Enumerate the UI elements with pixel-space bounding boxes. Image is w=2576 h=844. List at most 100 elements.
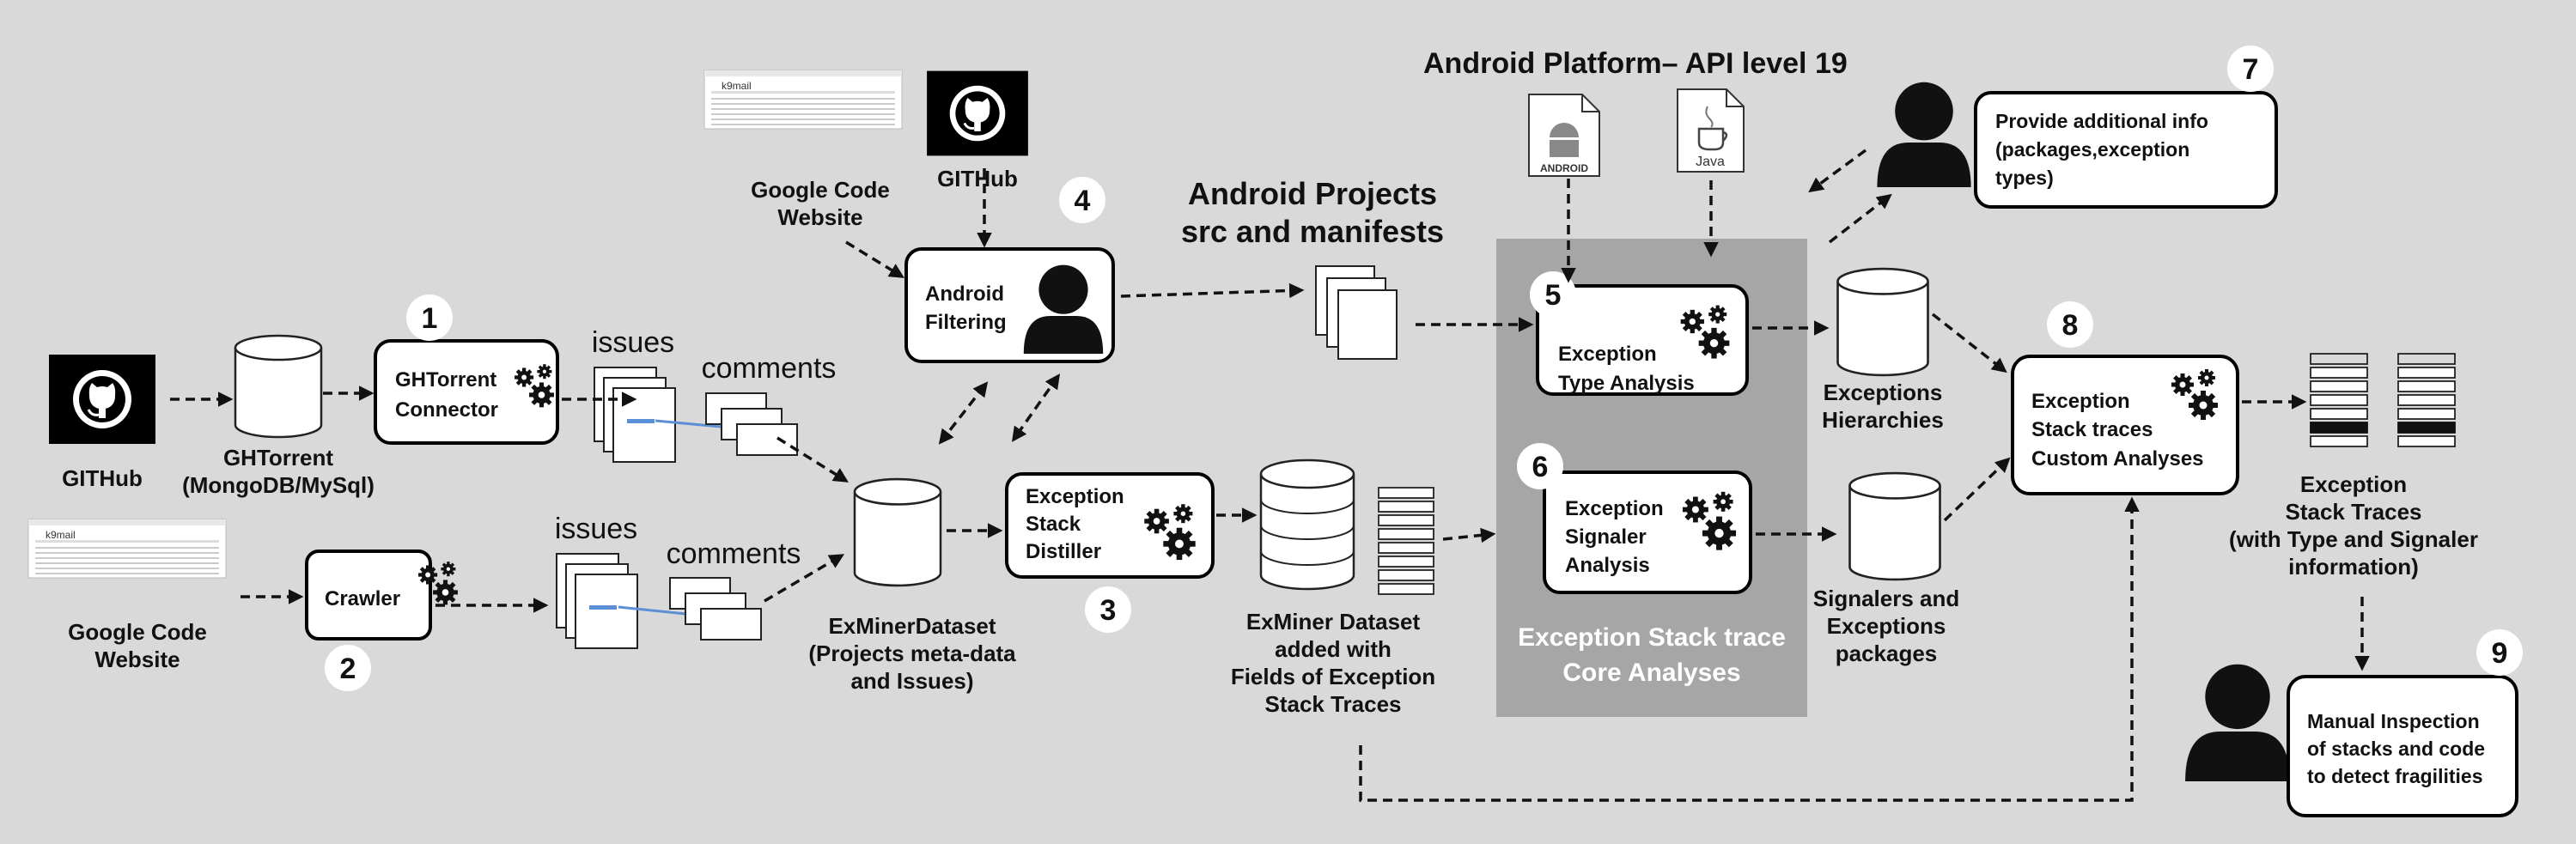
step-badge-5 [1530,271,1576,318]
person-icon [1877,82,1971,187]
google-code-top-label-2: Website [777,204,862,230]
google-code-top-label-1: Google Code [751,177,890,203]
step-number-8: 8 [2062,309,2079,342]
core-analyses-title-1: Exception Stack trace [1518,623,1786,652]
step-number-4: 4 [1075,185,1091,217]
exminer-added-database-icon [1259,458,1355,591]
arrow-added-to-custom-loop [1359,496,2140,802]
custom-analyses-label-3: Custom Analyses [2031,447,2204,471]
google-code-screenshot-left: k9mail [27,519,227,579]
additional-info-box [1974,91,2278,209]
project-document-stack [1315,265,1398,360]
arrow-added-to-signaler [1442,527,1496,543]
stack-distiller-label-3: Distiller [1026,540,1101,563]
signaler-analysis-label-1: Exception [1565,497,1664,520]
issues-document-stack-bottom [556,553,638,649]
github-label: GITHub [62,465,143,491]
arrow-filtering-to-projects [1120,282,1305,299]
signalers-label-3: packages [1836,641,1938,666]
stack-trace-icon-output-1 [2310,353,2368,447]
arrow-core-to-person [1828,193,1892,244]
arrow-comments-top-to-dataset [776,436,849,483]
step-badge-4 [1059,177,1105,223]
svg-text:k9mail: k9mail [722,80,752,92]
google-code-left-label-2: Website [94,647,180,672]
signalers-label-2: Exceptions [1827,613,1946,639]
stack-distiller-label-2: Stack [1026,513,1081,536]
type-analysis-label-2: Type Analysis [1558,372,1695,395]
android-filtering-label-1: Android [925,282,1004,306]
exminer-added-label-4: Stack Traces [1264,691,1401,717]
svg-text:ANDROID: ANDROID [1540,162,1588,174]
stack-distiller-label-1: Exception [1026,485,1124,508]
stack-traces-label-3: (with Type and Signaler [2229,526,2478,552]
google-code-screenshot-top: k9mail [703,70,903,130]
signalers-database-icon [1848,471,1941,581]
ghtorrent-connector-label-1: GHTorrent [395,368,496,392]
additional-info-label-1: Provide additional info [1995,110,2208,132]
stack-distiller-box [1005,472,1215,579]
exminer-dataset-label-1: ExMinerDataset [828,613,996,639]
manual-inspection-label-1: Manual Inspection [2307,710,2480,732]
manual-inspection-box [2287,675,2518,817]
ghtorrent-db-label-1: GHTorrent [223,445,333,471]
type-analysis-label-1: Exception [1558,343,1657,366]
platform-title: Android Platform– API level 19 [1423,47,1848,80]
additional-info-label-3: types) [1995,167,2054,189]
additional-info-label-2: (packages,exception [1995,138,2189,161]
step-badge-1 [406,294,453,341]
exminer-dataset-database-icon [853,477,942,587]
arrow-hierarchies-to-custom [1931,313,2007,373]
arrow-google-top-to-filtering [845,240,904,278]
step-badge-3 [1085,586,1131,633]
arrow-dataset-filtering-bidirectional [938,381,989,445]
github-icon [925,70,1030,157]
type-analysis-box [1536,284,1749,396]
stack-traces-label-1: Exception [2300,471,2407,497]
arrow-filtering-dataset-bidirectional [1011,373,1061,442]
arrow-person-to-core [1808,149,1867,193]
custom-analyses-label-2: Stack traces [2031,418,2153,441]
comments-document-stack-top [705,392,798,456]
step-badge-8 [2047,301,2093,348]
issues-label-top: issues [592,326,674,359]
stack-trace-icon-middle [1378,487,1434,595]
step-number-7: 7 [2243,53,2259,86]
step-badge-2 [325,645,371,691]
manual-inspection-label-2: of stacks and code [2307,738,2485,760]
svg-text:Java: Java [1696,155,1725,169]
android-projects-label-2: src and manifests [1181,214,1444,249]
step-number-9: 9 [2492,637,2508,670]
manual-inspection-label-3: to detect fragilities [2307,765,2482,787]
stack-traces-label-4: information) [2288,554,2419,580]
exminer-added-label-1: ExMiner Dataset [1246,609,1421,635]
crawler-box [305,550,432,641]
signaler-analysis-label-3: Analysis [1565,554,1650,577]
core-analyses-title-2: Core Analyses [1562,659,1740,687]
custom-analyses-label-1: Exception [2031,390,2130,413]
svg-text:k9mail: k9mail [46,529,76,541]
signaler-analysis-label-2: Signaler [1565,525,1647,549]
signalers-label-1: Signalers and [1813,586,1960,611]
ghtorrent-db-label-2: (MongoDB/MySql) [182,472,375,498]
exceptions-hierarchies-label-1: Exceptions [1824,379,1943,405]
crawler-label: Crawler [325,587,400,610]
android-file-icon: ANDROID [1528,94,1600,177]
github-icon [47,353,157,446]
flow-arrows [170,149,2370,802]
comments-label-bottom: comments [667,537,801,570]
step-number-1: 1 [422,302,438,335]
stack-traces-label-2: Stack Traces [2285,499,2421,525]
comments-label-top: comments [702,352,837,385]
java-file-icon: Java [1677,88,1745,173]
issue-comment-link-bottom [618,605,695,616]
ghtorrent-connector-box [374,339,559,445]
person-icon [2185,664,2290,781]
issues-label-bottom: issues [555,513,637,545]
google-code-left-label-1: Google Code [68,619,207,645]
issue-comment-link-top [655,419,731,429]
comments-document-stack-bottom [669,577,762,641]
step-number-6: 6 [1532,451,1549,483]
step-badge-6 [1517,443,1563,489]
